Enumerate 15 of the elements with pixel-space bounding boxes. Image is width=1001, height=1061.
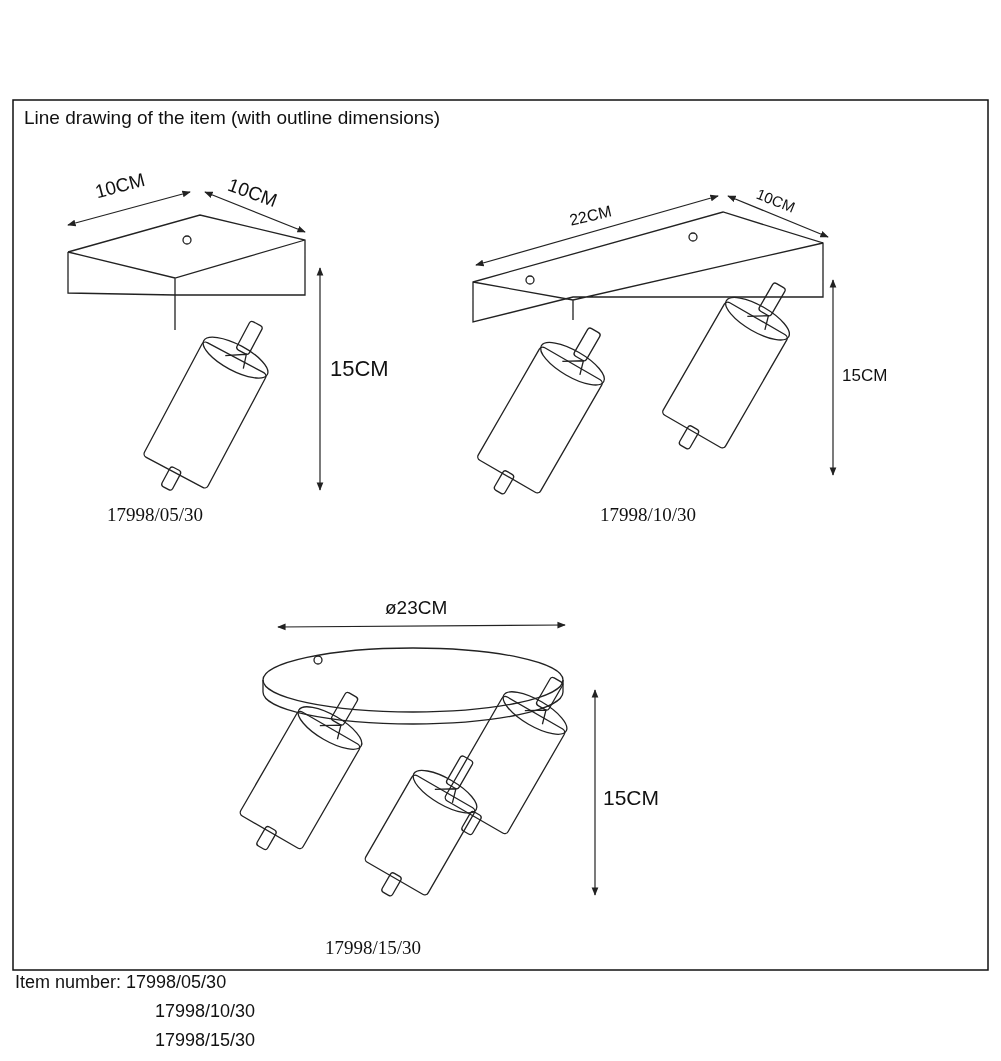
dimension-label: 15CM bbox=[842, 367, 888, 384]
dimension-label: ø23CM bbox=[385, 598, 448, 617]
item-number-note: 17998/10/30 bbox=[155, 1002, 256, 1020]
dimension-label: 15CM bbox=[330, 358, 389, 380]
dimension-label: 10CM bbox=[754, 186, 798, 215]
section-heading: Line drawing of the item (with outline dimensions) bbox=[24, 108, 441, 127]
dimension-label: 10CM bbox=[93, 169, 147, 202]
item-number-note: Item number: 17998/05/30 bbox=[15, 973, 227, 991]
dimension-label: 10CM bbox=[225, 175, 280, 211]
item-number-note: 17998/15/30 bbox=[155, 1031, 256, 1049]
dimension-label: 15CM bbox=[603, 787, 660, 808]
item-number: 17998/15/30 bbox=[325, 938, 422, 957]
dimension-label: 22CM bbox=[568, 203, 614, 229]
item-number: 17998/05/30 bbox=[107, 505, 204, 524]
item-number: 17998/10/30 bbox=[600, 505, 697, 524]
